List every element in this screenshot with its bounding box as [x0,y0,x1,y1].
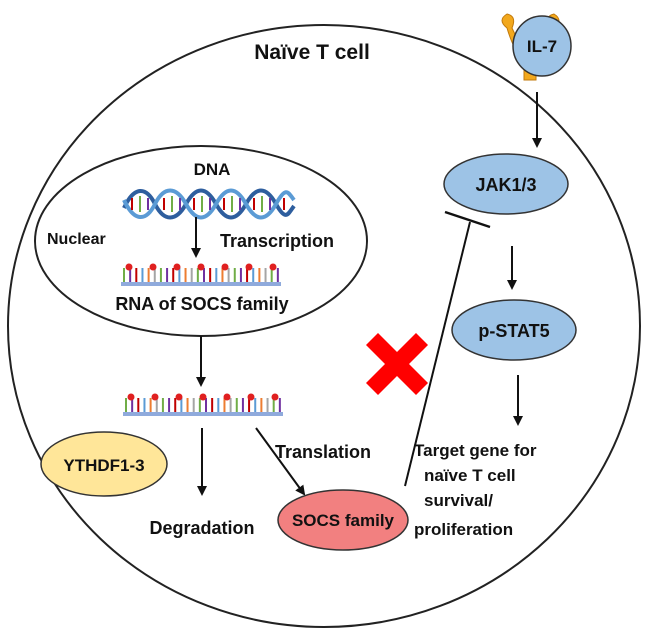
il7-node [512,15,572,77]
rna-label: RNA of SOCS family [115,294,288,314]
pstat5-node [451,299,577,361]
methylation-mark [245,263,253,271]
pstat5-label: p-STAT5 [478,321,549,341]
methylation-mark [149,263,157,271]
methylation-mark [151,393,159,401]
translation-arrow [255,427,306,496]
methylation-mark [221,263,229,271]
jak-node [443,153,569,215]
dna-helix-icon [122,188,296,220]
target-line-1: Target gene for [414,441,537,460]
ythdf-label: YTHDF1-3 [63,456,144,475]
target-line-4: proliferation [414,520,513,539]
methylation-mark [199,393,207,401]
methylation-mark [223,393,231,401]
mrna-cytoplasm-icon [123,393,283,416]
cell-title: Naïve T cell [254,41,370,64]
mrna-backbone [121,282,281,286]
dna-label: DNA [194,160,231,179]
target-gene-label: Target gene for naïve T cell survival/ p… [414,441,537,539]
degradation-label: Degradation [149,518,254,538]
methylation-mark [175,393,183,401]
translation-label: Translation [275,442,371,462]
inhibition-bar [444,210,491,229]
il7-label: IL-7 [527,37,557,56]
methylation-mark [173,263,181,271]
ythdf-node [40,431,168,497]
nuclear-label: Nuclear [47,231,106,248]
target-line-2: naïve T cell [424,466,516,485]
methylation-mark [197,263,205,271]
target-line-3: survival/ [424,491,493,510]
socs-label: SOCS family [292,511,395,530]
methylation-mark [271,393,279,401]
methylation-mark [269,263,277,271]
jak-label: JAK1/3 [475,175,536,195]
methylation-mark [247,393,255,401]
methylation-mark [125,263,133,271]
mrna-nuclear-icon [121,263,281,286]
red-cross-icon [366,333,428,395]
inhibition-line [404,221,471,487]
transcription-label: Transcription [220,231,334,251]
methylation-mark [127,393,135,401]
socs-node [277,489,409,551]
mrna-backbone [123,412,283,416]
